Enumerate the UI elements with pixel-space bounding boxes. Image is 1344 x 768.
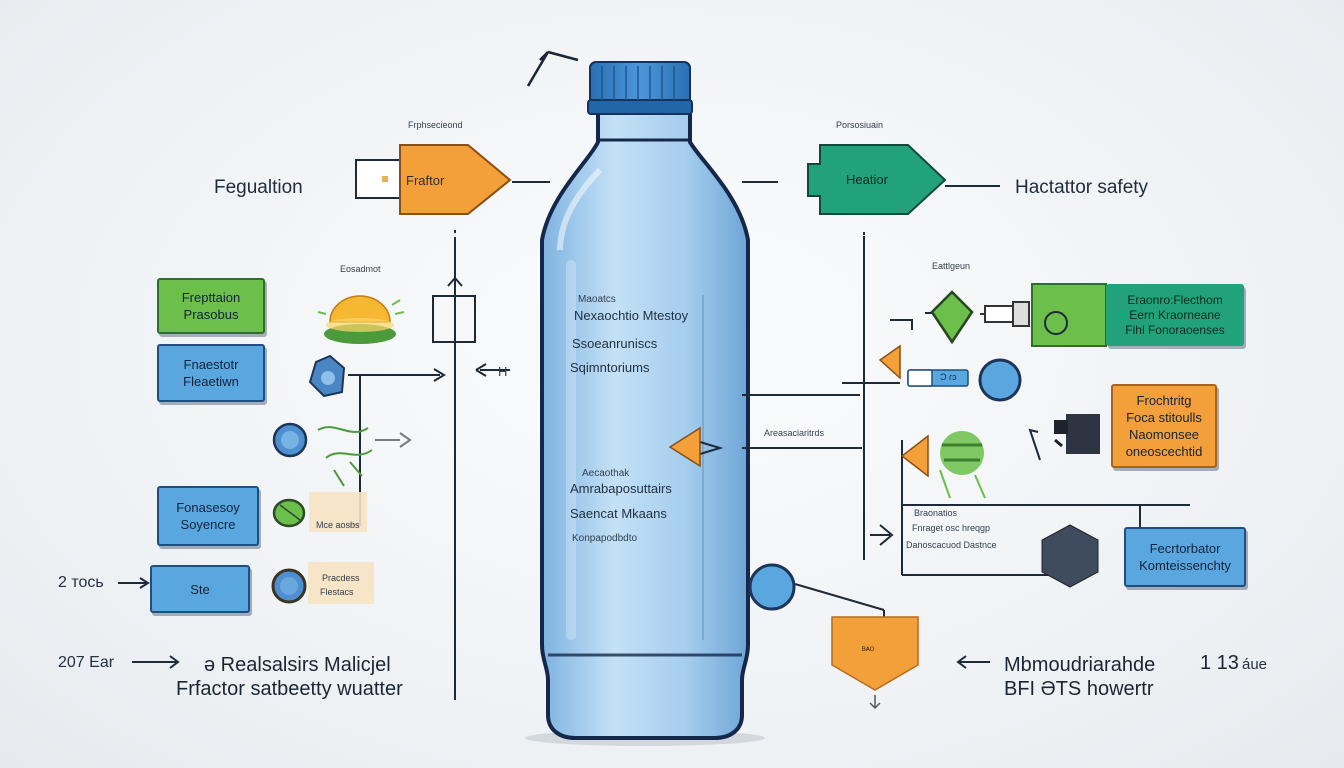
left-h-mark: H [498, 364, 508, 379]
pill-label: Ͻ ɾɔ [940, 372, 957, 382]
right-unit: áue [1242, 656, 1268, 673]
left-number-2: 207 Ear [58, 654, 115, 671]
circle-icon-left-1 [272, 422, 308, 458]
circle-icon-bottom [748, 563, 796, 611]
left-bottom-line-2: Frfactor satbeetty wuatter [176, 678, 403, 700]
right-number: 1 13 [1200, 652, 1239, 674]
sun-icon [317, 295, 405, 344]
bottle-text-8: Konpapodbdto [572, 533, 638, 544]
bottle-text-4: Sqimntoriums [570, 360, 650, 375]
left-number-1: 2 тось [58, 574, 104, 591]
hexagon-shape [1041, 524, 1099, 588]
arrow-right-label: Heatior [846, 172, 888, 187]
globe-icon [939, 431, 986, 499]
arrow-shape-right [807, 144, 947, 215]
left-small-3b: Flestacs [320, 587, 354, 597]
left-small-1: Eosadmot [340, 264, 381, 274]
flower-icon [308, 354, 346, 398]
gear-connector-icon [980, 301, 1030, 327]
arrow-shape-left [355, 144, 512, 215]
shield-label: ᴮᴬᴼ [862, 645, 875, 655]
bottle-text-3: Ssoeanruniscs [572, 336, 658, 351]
bottle [540, 110, 750, 740]
camera-icon [1054, 414, 1100, 454]
bottle-text-7: Saencat Mkaans [570, 506, 667, 521]
pill-icon [907, 369, 969, 387]
circle-icon-left-2 [271, 568, 307, 604]
right-small-5: Danoscacuod Dastnce [906, 540, 997, 550]
bottle-text-5: Aecaothak [582, 468, 630, 479]
leaf-icon [317, 426, 412, 487]
left-box-4: Ste [150, 565, 250, 613]
left-small-2: Mce aosbs [316, 520, 360, 530]
left-small-3a: Pracdess [322, 573, 360, 583]
right-small-1: Eattlgeun [932, 261, 971, 271]
circle-icon-right-1 [978, 358, 1022, 402]
bottle-text-1: Maoatcs [578, 294, 616, 305]
leaf-icon-small [272, 498, 306, 528]
right-title: Hactattor safety [1015, 177, 1149, 198]
leaf-drop-icon [930, 290, 974, 345]
bottle-text-6: Amrabaposuttairs [570, 481, 672, 496]
bottle-text-2: Nexaochtio Mtestoy [574, 308, 689, 323]
bottle-cap [587, 61, 693, 115]
right-small-4: Fnraget osc hreqgp [912, 523, 991, 533]
right-bottom-line-1: Mbmoudriarahde [1004, 654, 1156, 676]
left-title: Fegualtion [214, 177, 303, 198]
top-tag-right: Porsosiuain [836, 120, 884, 130]
right-small-3: Braonatios [914, 508, 958, 518]
arrow-left-label: Fraftor [406, 173, 445, 188]
top-tag-left: Frphsecieond [408, 120, 463, 130]
right-bottom-line-2: BFI ƏTS howertr [1004, 678, 1154, 700]
left-bottom-line-1: ə Realsalsirs Malicjel [204, 654, 391, 676]
right-small-2: Areasaciaritrds [764, 428, 825, 438]
